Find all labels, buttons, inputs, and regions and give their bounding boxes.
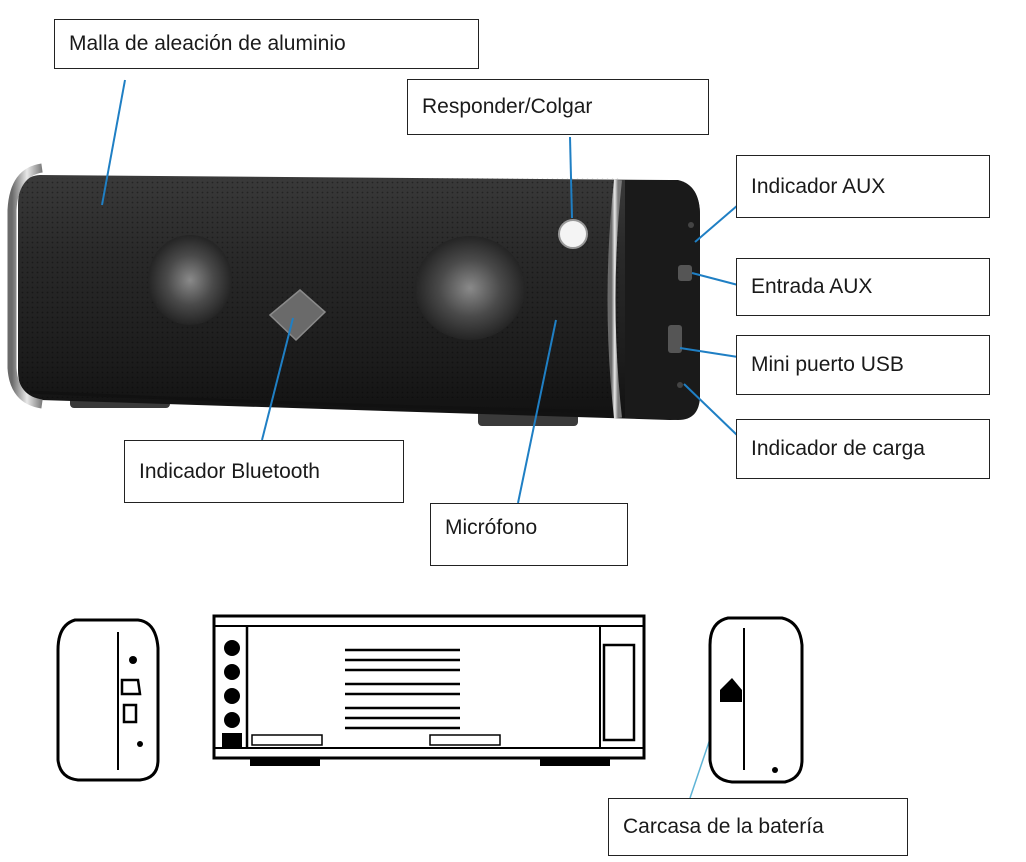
- leader-aux-indicator: [694, 204, 739, 243]
- label-aux-input-text: Entrada AUX: [751, 275, 873, 298]
- label-aux-indicator-text: Indicador AUX: [751, 174, 886, 198]
- label-mesh-text: Malla de aleación de aluminio: [69, 32, 346, 55]
- bluetooth-indicator-badge: [268, 289, 327, 342]
- speaker-illustration: [7, 163, 700, 426]
- aux-indicator-led: [688, 222, 694, 228]
- label-mesh: Malla de aleación de aluminio: [54, 19, 479, 69]
- left-driver: [148, 235, 232, 325]
- label-mini-usb: Mini puerto USB: [736, 335, 990, 395]
- aux-input-port: [678, 265, 692, 281]
- charge-indicator-led: [677, 382, 683, 388]
- leader-aux-input: [691, 272, 739, 286]
- leader-charge-indicator: [683, 383, 739, 437]
- label-microphone-text: Micrófono: [445, 516, 538, 539]
- label-microphone: Micrófono: [430, 503, 628, 566]
- label-charge-indicator: Indicador de carga: [736, 419, 990, 479]
- right-end-ring: [607, 179, 622, 419]
- label-bluetooth-indicator-text: Indicador Bluetooth: [139, 459, 320, 483]
- label-battery-case-text: Carcasa de la batería: [623, 815, 824, 838]
- right-driver: [415, 236, 525, 340]
- back-view: [212, 614, 646, 766]
- leader-microphone: [517, 319, 557, 504]
- answer-button: [558, 219, 588, 249]
- leader-lines: [101, 79, 739, 504]
- leader-mini-usb: [679, 347, 739, 358]
- label-aux-indicator: Indicador AUX: [736, 155, 990, 218]
- leader-bluetooth: [261, 317, 294, 441]
- leader-mesh: [101, 79, 126, 206]
- left-side-view: [56, 618, 160, 782]
- bottom-seam: [29, 390, 616, 414]
- label-charge-indicator-text: Indicador de carga: [751, 437, 925, 460]
- label-answer-text: Responder/Colgar: [422, 95, 593, 118]
- right-end-cap: [625, 180, 700, 420]
- right-side-view: [708, 616, 804, 784]
- leader-answer: [569, 136, 573, 219]
- label-bluetooth-indicator: Indicador Bluetooth: [124, 440, 404, 503]
- label-aux-input: Entrada AUX: [736, 258, 990, 316]
- label-answer-hangup: Responder/Colgar: [407, 79, 709, 135]
- label-mini-usb-text: Mini puerto USB: [751, 353, 904, 376]
- aluminum-mesh: [20, 178, 620, 398]
- mini-usb-port: [668, 325, 682, 353]
- label-battery-case: Carcasa de la batería: [608, 798, 908, 856]
- left-end-ring: [7, 163, 43, 409]
